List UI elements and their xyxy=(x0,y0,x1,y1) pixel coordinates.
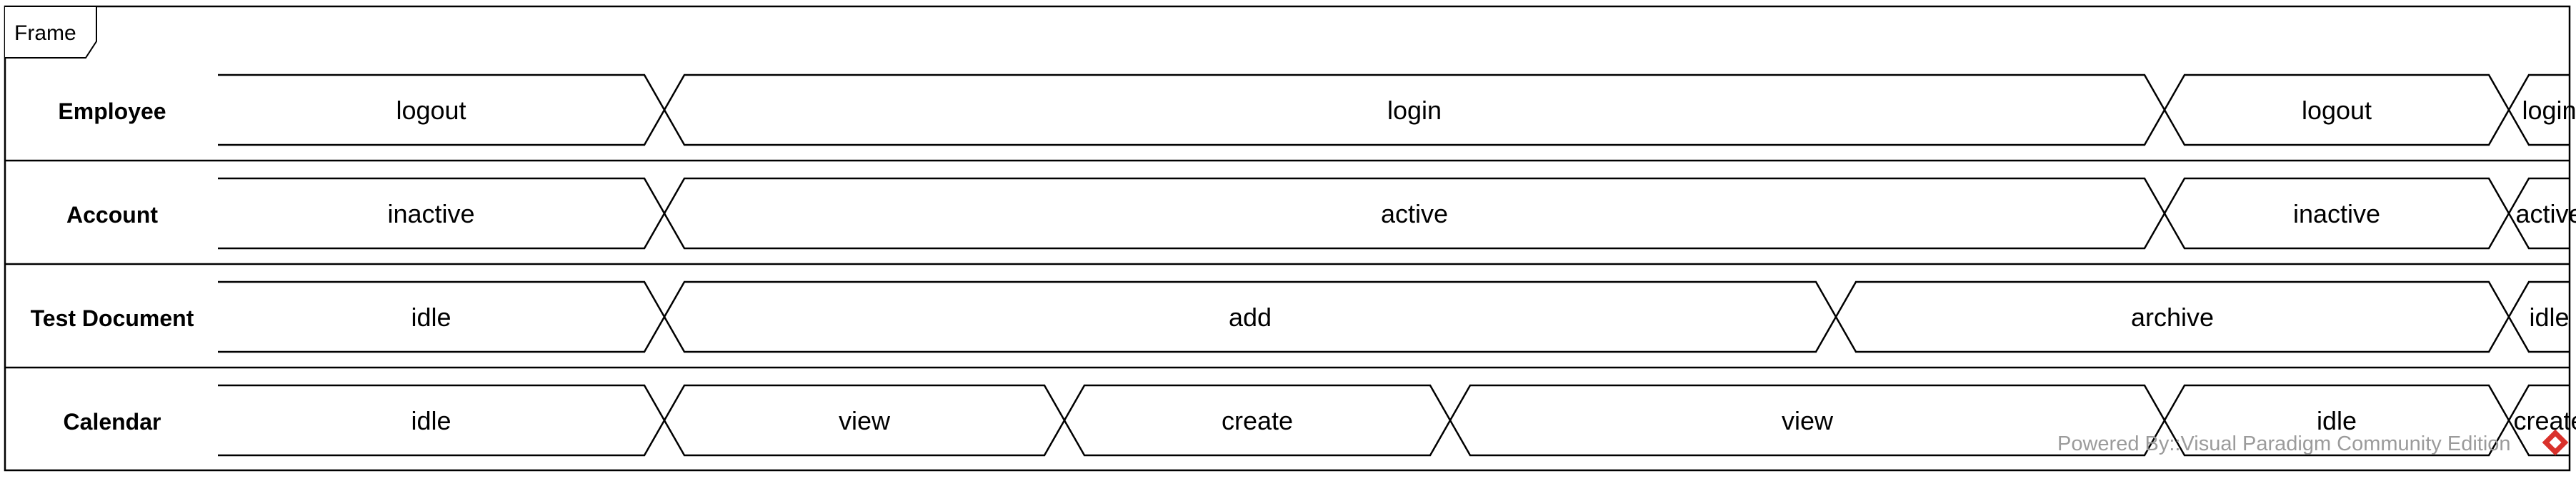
state-label: login xyxy=(1387,96,1442,125)
lifeline-label-employee: Employee xyxy=(58,98,166,124)
state-segments: logout login logout login inactive active inac… xyxy=(218,74,2576,457)
visual-paradigm-logo-icon xyxy=(2542,429,2569,456)
state-label: view xyxy=(1782,406,1834,435)
lifeline-label-account: Account xyxy=(66,202,158,228)
lifeline-label-calendar: Calendar xyxy=(64,409,161,435)
state-segment-shape xyxy=(2507,384,2570,457)
state-label: active xyxy=(1381,199,1448,228)
state-label: create xyxy=(2513,406,2576,435)
state-label: idle xyxy=(411,406,451,435)
state-segment-shape xyxy=(2507,280,2570,353)
powered-by-watermark: Powered By::Visual Paradigm Community Ed… xyxy=(2057,432,2511,455)
state-label: archive xyxy=(2131,303,2214,332)
state-label: add xyxy=(1229,303,1272,332)
state-segment-shape xyxy=(2507,177,2570,250)
frame-name-tag xyxy=(5,6,97,59)
state-label: idle xyxy=(2529,303,2569,332)
lifeline-label-test-document: Test Document xyxy=(31,305,194,331)
state-label: create xyxy=(1222,406,1293,435)
state-label: idle xyxy=(411,303,451,332)
state-label: view xyxy=(839,406,891,435)
frame-border xyxy=(4,5,2571,472)
state-label: logout xyxy=(396,96,466,125)
state-label: idle xyxy=(2317,406,2357,435)
state-label: login xyxy=(2522,96,2576,125)
state-segment-shape xyxy=(2507,74,2570,146)
state-label: inactive xyxy=(387,199,474,228)
state-label: logout xyxy=(2302,96,2372,125)
state-label: inactive xyxy=(2293,199,2380,228)
state-label: active xyxy=(2515,199,2576,228)
frame-label: Frame xyxy=(14,21,76,45)
